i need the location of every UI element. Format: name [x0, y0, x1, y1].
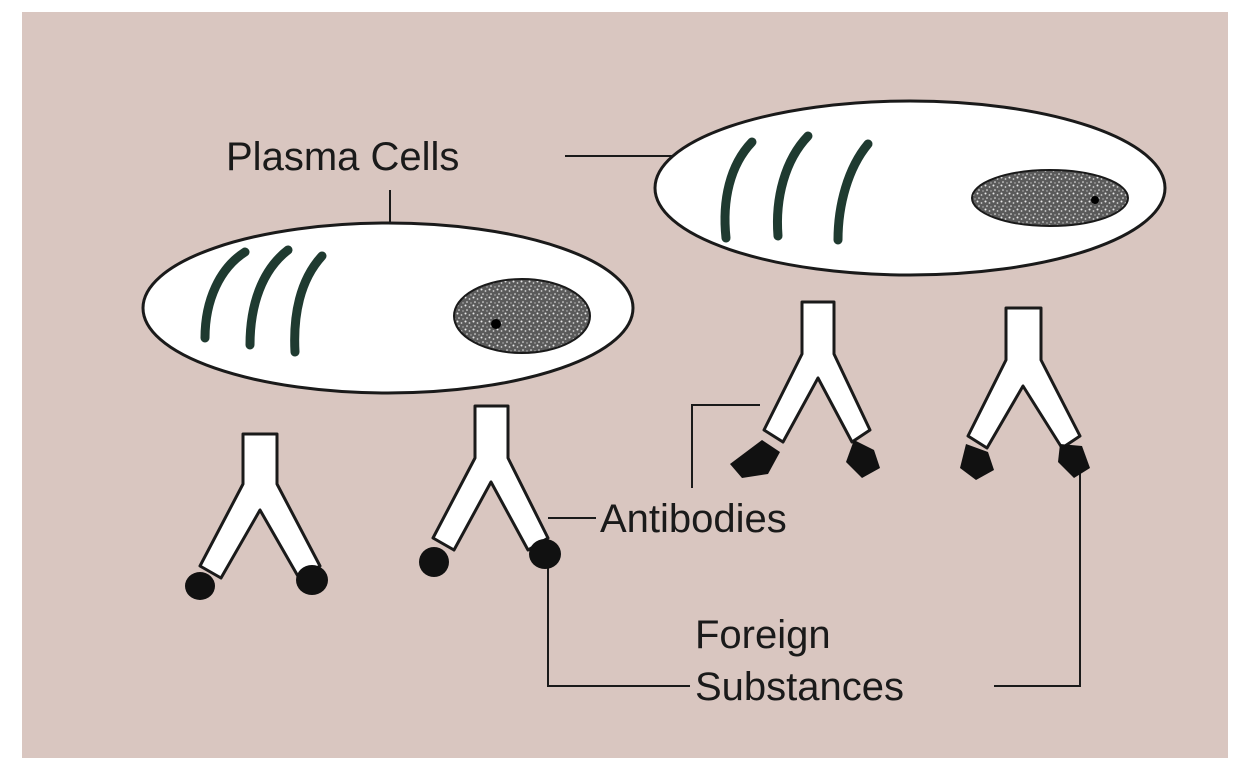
antigen-round: [185, 572, 215, 600]
label-plasma-cells: Plasma Cells: [226, 135, 459, 179]
antigen-angular: [1058, 444, 1090, 478]
nucleus-right: [972, 170, 1128, 226]
foreign-leader-right: [994, 468, 1080, 686]
label-foreign-line1: Foreign: [695, 613, 831, 657]
antigen-round: [529, 539, 561, 569]
plasma-cell-left: [143, 223, 633, 393]
antigen-round: [296, 565, 328, 595]
foreign-leader-left: [548, 558, 690, 686]
antibody-4: [960, 308, 1090, 480]
antibody-2: [419, 406, 561, 577]
antibody-1: [185, 434, 328, 600]
antigen-round: [419, 547, 449, 577]
label-antibodies: Antibodies: [600, 497, 787, 541]
antibody-3: [730, 302, 880, 478]
plasma-cell-right: [655, 101, 1165, 275]
antigen-angular: [846, 440, 880, 478]
nucleus-left: [454, 279, 590, 353]
label-foreign-line2: Substances: [695, 665, 904, 709]
antigen-angular: [960, 444, 994, 480]
antigen-angular: [730, 440, 780, 478]
